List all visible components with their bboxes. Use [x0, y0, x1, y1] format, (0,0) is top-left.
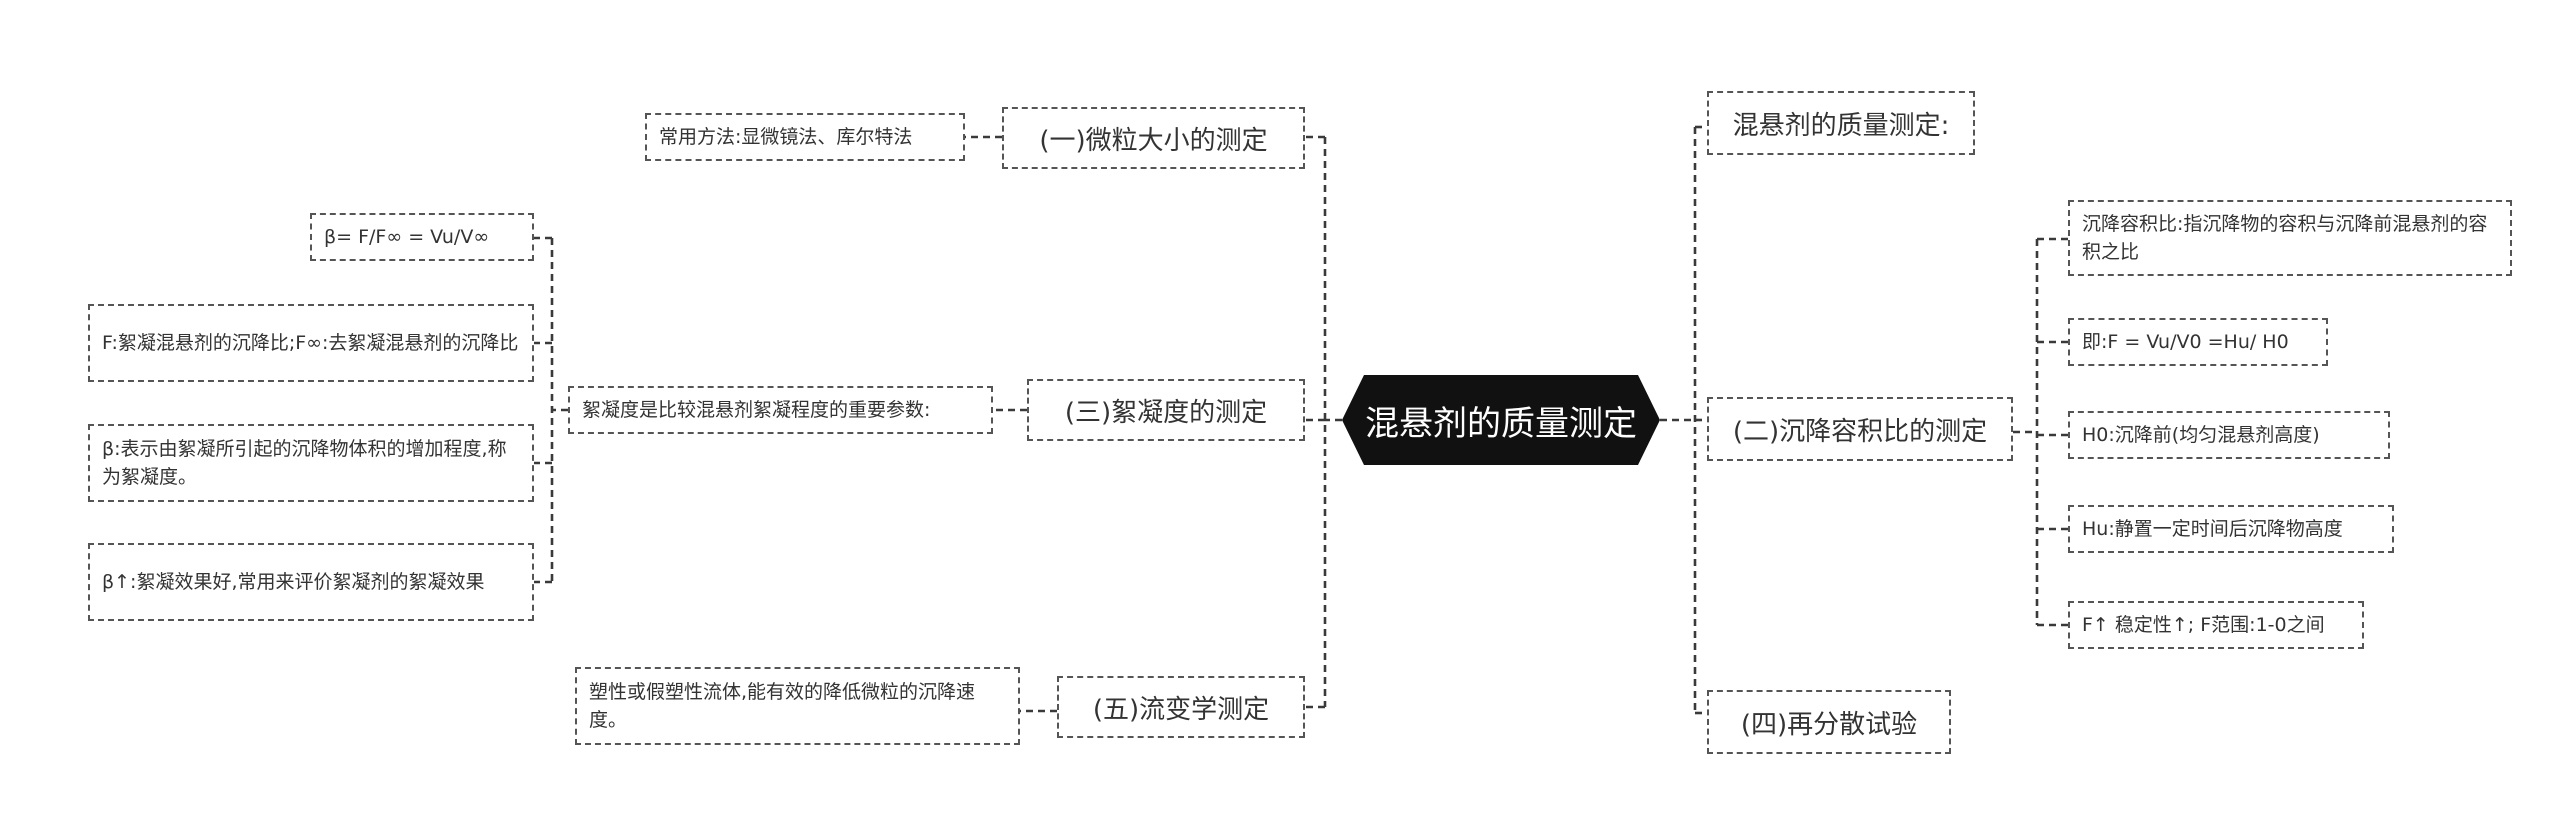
sed-item-0[interactable]: 沉降容积比:指沉降物的容积与沉降前混悬剂的容积之比: [2068, 200, 2512, 276]
sed-item-4[interactable]: F↑ 稳定性↑; F范围:1-0之间: [2068, 601, 2364, 649]
floc-item-0[interactable]: β= F/F∞ = Vu/V∞: [310, 213, 534, 261]
topic-flocculation[interactable]: (三)絮凝度的测定: [1027, 379, 1305, 441]
topic-rheology[interactable]: (五)流变学测定: [1057, 676, 1305, 738]
rheology-detail[interactable]: 塑性或假塑性流体,能有效的降低微粒的沉降速度。: [575, 667, 1020, 745]
floc-item-2[interactable]: β:表示由絮凝所引起的沉降物体积的增加程度,称为絮凝度。: [88, 424, 534, 502]
flocculation-detail[interactable]: 絮凝度是比较混悬剂絮凝程度的重要参数:: [568, 386, 993, 434]
sed-item-3[interactable]: Hu:静置一定时间后沉降物高度: [2068, 505, 2394, 553]
sed-item-1[interactable]: 即:F = Vu/V0 =Hu/ H0: [2068, 318, 2328, 366]
floc-item-1[interactable]: F:絮凝混悬剂的沉降比;F∞:去絮凝混悬剂的沉降比: [88, 304, 534, 382]
root-topic[interactable]: 混悬剂的质量测定: [1342, 375, 1660, 465]
topic-redispersion[interactable]: (四)再分散试验: [1707, 690, 1951, 754]
floc-item-3[interactable]: β↑:絮凝效果好,常用来评价絮凝剂的絮凝效果: [88, 543, 534, 621]
topic-sedimentation[interactable]: (二)沉降容积比的测定: [1707, 397, 2013, 461]
sed-item-2[interactable]: H0:沉降前(均匀混悬剂高度): [2068, 411, 2390, 459]
topic-particle-size[interactable]: (一)微粒大小的测定: [1002, 107, 1305, 169]
particle-size-detail[interactable]: 常用方法:显微镜法、库尔特法: [645, 113, 965, 161]
topic-quality[interactable]: 混悬剂的质量测定:: [1707, 91, 1975, 155]
